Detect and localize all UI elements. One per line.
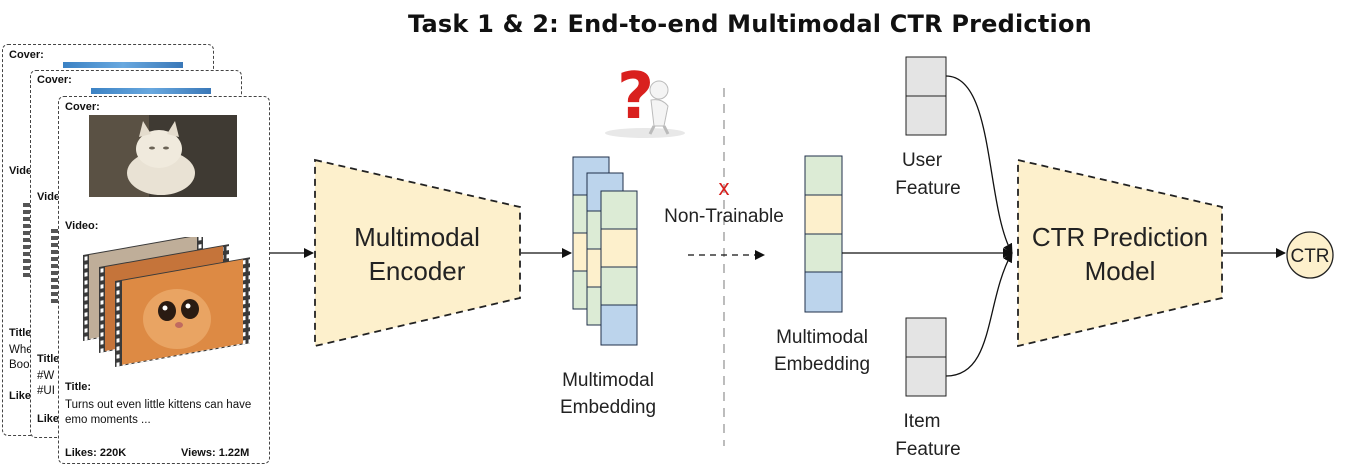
ctr-model-label-line-2: Model bbox=[1085, 256, 1156, 286]
cover-image bbox=[89, 115, 237, 197]
user-feature-label-line-2: Feature bbox=[895, 178, 960, 199]
embedding-left-label-line-2: Embedding bbox=[560, 397, 656, 418]
cover-label: Cover: bbox=[9, 49, 44, 61]
embedding-right-label-line-2: Embedding bbox=[774, 354, 870, 375]
user-feature-block bbox=[905, 56, 947, 136]
video-filmstrip-image bbox=[83, 237, 250, 367]
cover-label: Cover: bbox=[65, 101, 100, 113]
curve-item-to-model bbox=[945, 252, 1013, 377]
ctr-model-label-line-1: CTR Prediction bbox=[1032, 222, 1208, 252]
video-frames bbox=[51, 229, 61, 304]
item-feature-label-line-1: Item bbox=[904, 411, 941, 432]
likes-count: Likes: 220K bbox=[65, 447, 127, 459]
embedding-stack-left bbox=[572, 156, 638, 346]
curve-user-to-model bbox=[945, 75, 1013, 254]
title-text-line-1: Turns out even little kittens can have bbox=[65, 399, 252, 411]
embedding-left-label-line-1: Multimodal bbox=[562, 370, 654, 391]
diagram-title: Task 1 & 2: End-to-end Multimodal CTR Pr… bbox=[408, 10, 1092, 38]
video-label: Vide bbox=[37, 191, 61, 203]
encoder-label-line-1: Multimodal bbox=[354, 222, 480, 252]
encoder-label-line-2: Encoder bbox=[369, 256, 466, 286]
video-label: Video: bbox=[65, 220, 99, 232]
non-trainable-label: Non-Trainable bbox=[664, 206, 784, 227]
svg-text:?: ? bbox=[617, 60, 654, 134]
non-trainable-cross-mark: x bbox=[719, 175, 730, 200]
title-text-line-2: emo moments ... bbox=[65, 414, 151, 426]
video-label: Vide bbox=[9, 165, 33, 177]
question-figure-icon: ? bbox=[605, 60, 685, 138]
embedding-right-label-line-1: Multimodal bbox=[776, 327, 868, 348]
cover-image bbox=[63, 62, 183, 68]
cover-image bbox=[91, 88, 211, 94]
content-card-front: Cover: Video: bbox=[58, 96, 270, 464]
title-text-line-1: Whe bbox=[9, 344, 33, 356]
title-text-line-1: #W bbox=[37, 370, 55, 382]
item-feature-label-line-2: Feature bbox=[895, 439, 960, 460]
embedding-right bbox=[804, 155, 843, 313]
title-label: Title: bbox=[65, 381, 92, 393]
ctr-prediction-model-block bbox=[1017, 158, 1223, 348]
title-text-line-2: Boo bbox=[9, 359, 30, 371]
item-feature-block bbox=[905, 317, 947, 397]
title-label: Title bbox=[37, 353, 60, 365]
cover-label: Cover: bbox=[37, 74, 72, 86]
views-count: Views: 1.22M bbox=[181, 447, 250, 459]
ctr-output-label: CTR bbox=[1290, 246, 1329, 267]
title-label: Title bbox=[9, 327, 32, 339]
user-feature-label-line-1: User bbox=[902, 150, 943, 171]
ctr-output-node bbox=[1286, 231, 1334, 279]
video-frames bbox=[23, 203, 33, 278]
title-text-line-2: #UI bbox=[37, 385, 55, 397]
multimodal-encoder-block bbox=[314, 158, 521, 348]
